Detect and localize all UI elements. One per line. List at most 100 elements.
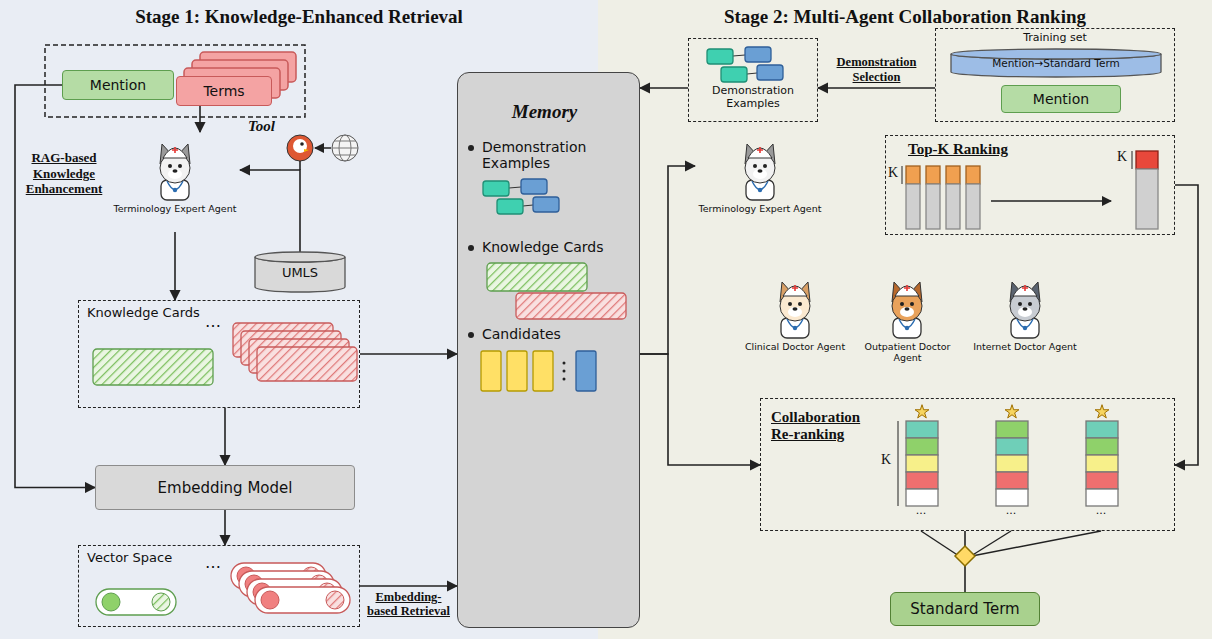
vector-dot <box>302 567 320 585</box>
candidate-bar <box>481 351 501 391</box>
merge-line <box>972 531 1101 556</box>
mention-box: Mention <box>1001 85 1121 113</box>
agent-icon <box>1023 307 1028 311</box>
agent-node: Terminology Expert Agent <box>110 132 240 232</box>
candidate-dot <box>563 370 566 373</box>
agent-icon <box>788 302 792 306</box>
ellipsis: ... <box>995 505 1027 517</box>
rank-cell <box>996 421 1028 438</box>
example-link <box>509 187 533 206</box>
agent-icon <box>1018 307 1032 317</box>
node-text: Top-K Ranking <box>886 136 1174 158</box>
node-text: Terminology Expert Agent <box>695 132 825 215</box>
example-card <box>497 199 523 214</box>
rank-cell <box>996 489 1028 506</box>
knowledge-card <box>487 263 587 291</box>
agent-icon <box>798 282 810 302</box>
agent-icon <box>752 181 768 190</box>
agent-icon <box>1017 319 1033 328</box>
star-mark <box>1005 405 1019 418</box>
agent-icon <box>178 144 190 164</box>
rank-bar <box>946 184 960 229</box>
stage-panel: Stage 2: Multi-Agent Collaboration Ranki… <box>598 0 1212 639</box>
rank-cell <box>906 489 938 506</box>
term-card <box>184 68 280 98</box>
agent-icon <box>780 282 792 302</box>
agent-icon <box>900 302 904 306</box>
node-text: Candidates <box>458 326 639 342</box>
agent-icon <box>1028 282 1040 302</box>
agent-icon <box>793 326 797 330</box>
connector <box>360 353 457 355</box>
knowledge-card <box>241 331 341 365</box>
agent-icon <box>161 180 189 200</box>
vector-pill <box>96 589 176 615</box>
agent-icon <box>748 148 772 158</box>
rank-bar <box>1136 169 1158 229</box>
edge-label: Demonstration Selection <box>821 55 933 84</box>
node-text: Terms <box>203 83 244 99</box>
k-label: K <box>881 453 891 467</box>
node-text: Demonstration Examples <box>689 39 817 110</box>
rank-bar <box>926 166 940 184</box>
cylinder-shape <box>255 252 345 262</box>
ellipsis: … <box>205 314 221 330</box>
connector <box>199 106 201 132</box>
agent-node: Terminology Expert Agent <box>695 132 825 232</box>
vector-dot <box>261 591 279 609</box>
candidate-dot <box>563 378 566 381</box>
node-text: Standard Term <box>910 600 1019 618</box>
result-box: Standard Term <box>890 592 1040 626</box>
rank-bar <box>966 184 980 229</box>
connector <box>240 170 300 252</box>
agent-icon <box>787 319 803 328</box>
model-box: Embedding Model <box>95 465 355 510</box>
agent-icon <box>160 153 190 183</box>
node-art <box>110 132 240 232</box>
database-cylinder: UMLS <box>255 252 345 292</box>
connector <box>224 408 226 465</box>
agent-icon <box>905 307 910 311</box>
ellipsis: ... <box>1085 505 1117 517</box>
agent-icon <box>793 307 798 311</box>
node-art <box>689 39 819 123</box>
rank-bar <box>906 166 920 184</box>
node-text: Clinical Doctor Agent <box>735 270 855 353</box>
connector <box>640 166 695 354</box>
connector <box>360 585 457 587</box>
terms-box: Terms <box>176 76 272 106</box>
agent-icon <box>758 188 762 192</box>
agent-icon <box>163 148 187 158</box>
candidate-dot <box>563 362 566 365</box>
training-group: Training setMention→Standard TermMention <box>935 28 1175 122</box>
dataset-cylinder: Mention→Standard Term <box>951 49 1161 77</box>
mention-box: Mention <box>62 70 174 100</box>
agent-icon <box>763 144 775 164</box>
node-text: Terminology Expert Agent <box>110 132 240 215</box>
agent-icon <box>172 147 178 153</box>
node-text: Mention→Standard Term <box>992 57 1120 69</box>
node-text: Training set <box>936 29 1174 44</box>
agent-icon <box>1022 285 1028 291</box>
agent-icon <box>899 319 915 328</box>
agent-icon <box>753 164 757 168</box>
rank-bar <box>946 166 960 184</box>
rank-bar <box>966 166 980 184</box>
agent-icon <box>1013 286 1037 296</box>
agent-icon <box>1023 326 1027 330</box>
rank-cell <box>1086 489 1118 506</box>
tool-arrow <box>315 147 331 149</box>
example-card <box>757 65 783 80</box>
node-text: UMLS <box>255 252 345 280</box>
node-art <box>695 132 825 232</box>
bullet <box>468 245 474 251</box>
example-card <box>521 179 547 194</box>
k-label: K <box>888 166 898 180</box>
example-card <box>745 47 771 62</box>
node-text: Internet Doctor Agent <box>965 270 1085 353</box>
static-art <box>45 45 1101 556</box>
vector-dot <box>253 583 271 601</box>
memory-box: MemoryDemonstration ExamplesKnowledge Ca… <box>457 72 640 628</box>
rank-bar <box>906 184 920 229</box>
tool-label: Tool <box>248 118 275 135</box>
